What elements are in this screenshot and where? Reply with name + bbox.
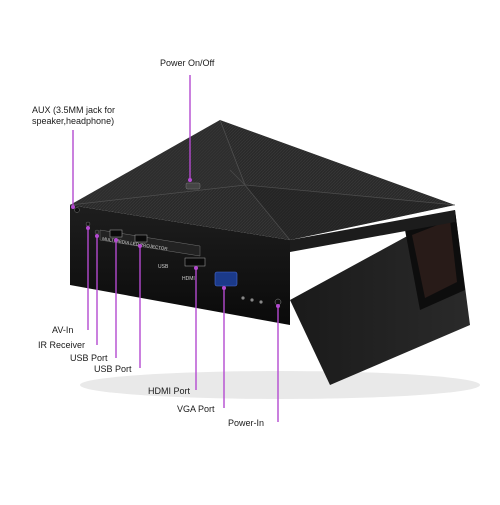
usb-port-2 [134,234,148,243]
callout-power-onoff: Power On/Off [160,58,215,68]
callout-dots [71,178,280,308]
power-button [185,182,201,190]
callout-power-in: Power-In [228,418,265,428]
floor-shadow [80,371,480,399]
callout-usb-port-1: USB Port [70,353,108,363]
callout-av-in: AV-In [52,325,74,335]
ir-receiver [94,229,100,235]
projector-edge [290,210,455,252]
callout-lines [72,75,279,422]
brand-strip [99,229,201,257]
callout-aux: AUX (3.5MM jack for speaker,headphone) [32,105,116,126]
callout-vga-port: VGA Port [177,404,215,414]
callout-usb-port-2: USB Port [94,364,132,374]
lens-reflection [412,220,457,298]
hdmi-port [184,257,206,267]
usb-marking: USB [158,264,169,270]
hdmi-marking: HDMI [182,276,195,282]
port-markings [241,296,263,304]
vga-port [214,271,238,287]
av-in-jack [85,221,91,227]
projector-top [70,120,455,240]
callout-hdmi-port: HDMI Port [148,386,191,396]
aux-jack [74,207,80,213]
callout-ir-receiver: IR Receiver [38,340,86,350]
usb-port-1 [109,229,123,238]
